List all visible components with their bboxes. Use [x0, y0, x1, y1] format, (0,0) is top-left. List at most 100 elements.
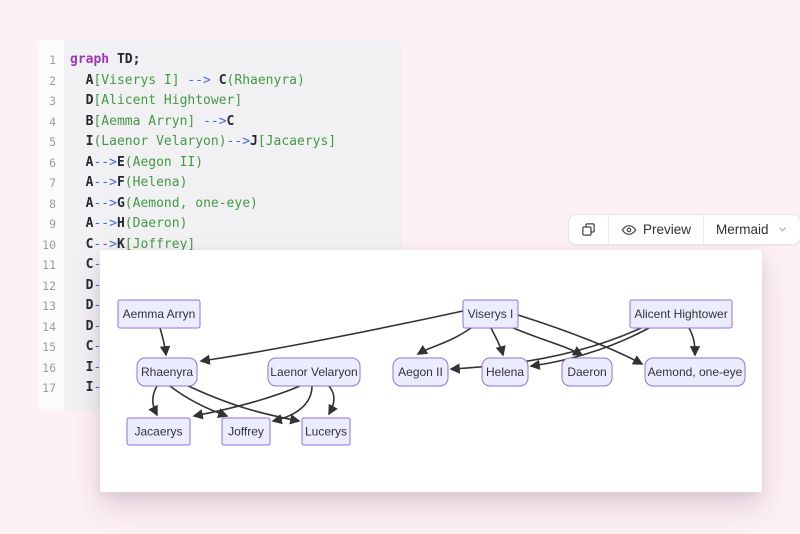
node-box — [644, 357, 746, 387]
code-line: 16 I- — [38, 358, 402, 379]
node-label: Laenor Velaryon — [270, 365, 357, 379]
line-number: 4 — [49, 114, 56, 129]
line-number: 12 — [42, 278, 56, 293]
preview-button[interactable]: Preview — [609, 215, 703, 244]
line-number: 16 — [42, 360, 56, 375]
preview-label: Preview — [643, 222, 692, 237]
code-line: 10 C-->K[Joffrey] — [38, 235, 402, 256]
node-label: Aegon II — [398, 365, 443, 379]
node-label: Lucerys — [305, 425, 347, 439]
code-text: I(Laenor Velaryon)-->J[Jacaerys] — [70, 134, 337, 149]
diagram-edge-alicent-helena — [529, 327, 650, 371]
line-number: 5 — [49, 135, 56, 149]
node-box — [267, 357, 361, 387]
node-box — [117, 299, 201, 329]
mermaid-dropdown[interactable]: Mermaid — [704, 215, 800, 244]
line-number: 7 — [49, 176, 56, 190]
diagram-node-rhaenyra: Rhaenyra — [136, 357, 198, 387]
diagram-edge-alicent-aemond — [688, 327, 701, 357]
code-text: A-->H(Daeron) — [70, 216, 188, 231]
code-text: I- — [70, 380, 102, 395]
diagram-edge-alicent-aegon — [449, 327, 642, 374]
toolbar-divider — [703, 215, 705, 244]
node-label: Rhaenyra — [141, 365, 193, 379]
code-line: 2 A[Viserys I] --> C(Rhaenyra) — [38, 71, 402, 92]
node-label: Viserys I — [468, 307, 514, 321]
code-line: 4 B[Aemma Arryn] -->C — [38, 112, 402, 133]
line-number: 10 — [42, 237, 56, 252]
node-label: Alicent Hightower — [634, 307, 727, 321]
line-number: 8 — [49, 196, 56, 211]
node-label: Aemma Arryn — [123, 307, 196, 321]
node-box — [392, 357, 449, 387]
eye-icon — [621, 222, 637, 238]
node-box — [462, 299, 519, 329]
code-text: C- — [70, 339, 102, 354]
code-text: D[Alicent Hightower] — [70, 93, 243, 108]
line-number: 3 — [49, 94, 56, 108]
line-number-gutter — [38, 40, 64, 411]
node-box — [126, 417, 191, 446]
line-number: 13 — [42, 299, 56, 313]
line-number: 15 — [42, 340, 56, 354]
diagram-edge-viserys-rhaenyra — [199, 310, 464, 365]
code-line: 14 D- — [38, 317, 402, 338]
diagram-edge-rhaenyra-jacaerys — [148, 385, 158, 417]
code-text: A-->E(Aegon II) — [70, 154, 204, 170]
diagram-node-laenor: Laenor Velaryon — [267, 357, 361, 387]
diagram-node-aegon: Aegon II — [392, 357, 449, 387]
code-line: 5 I(Laenor Velaryon)-->J[Jacaerys] — [38, 132, 402, 153]
code-line: 3 D[Alicent Hightower] — [38, 91, 402, 112]
code-line: 11 C- — [38, 255, 402, 276]
node-box — [136, 357, 198, 387]
node-label: Aemond, one-eye — [648, 365, 743, 379]
code-line: 8 A-->G(Aemond, one-eye) — [38, 194, 402, 215]
code-lines[interactable]: 1 graph TD; 2 A[Viserys I] --> C(Rhaenyra)… — [38, 50, 402, 399]
node-box — [629, 299, 733, 329]
node-box — [301, 417, 351, 446]
copy-button[interactable] — [569, 215, 608, 244]
code-text: graph TD; — [70, 52, 141, 67]
diagram-edge-viserys-daeron — [503, 323, 584, 356]
node-box — [481, 357, 529, 387]
diagram-edge-aemma-rhaenyra — [159, 327, 171, 357]
code-line: 13 D- — [38, 296, 402, 317]
node-label: Daeron — [567, 365, 606, 379]
code-text: A[Viserys I] --> C(Rhaenyra) — [70, 72, 305, 88]
line-number: 14 — [42, 319, 56, 334]
copy-icon — [581, 222, 596, 237]
preview-toolbar: Preview Mermaid — [568, 214, 800, 245]
toolbar-divider — [608, 215, 609, 244]
diagram-edge-rhaenyra-lucerys — [181, 382, 301, 425]
code-text: A-->G(Aemond, one-eye) — [70, 195, 258, 211]
diagram-node-viserys: Viserys I — [462, 299, 519, 329]
node-label: Joffrey — [228, 425, 264, 439]
code-line: 1 graph TD; — [38, 50, 402, 71]
line-number: 1 — [49, 53, 56, 67]
code-line: 17 I- — [38, 378, 402, 399]
node-box — [561, 357, 613, 387]
line-number: 6 — [49, 155, 56, 170]
diagram-node-joffrey: Joffrey — [221, 417, 271, 446]
diagram-edge-laenor-lucerys — [328, 385, 338, 416]
chevron-down-icon — [777, 224, 788, 235]
diagram-node-aemond: Aemond, one-eye — [644, 357, 746, 387]
diagram-node-lucerys: Lucerys — [301, 417, 351, 446]
code-text: D- — [70, 277, 102, 293]
diagram-node-helena: Helena — [481, 357, 529, 387]
diagram-edge-viserys-aemond — [517, 314, 644, 365]
node-label: Helena — [486, 365, 524, 379]
code-line: 9 A-->H(Daeron) — [38, 214, 402, 235]
code-text: B[Aemma Arryn] -->C — [70, 113, 235, 129]
code-text: D- — [70, 298, 102, 313]
code-text: A-->F(Helena) — [70, 175, 188, 190]
mermaid-diagram: Aemma Arryn Viserys I Alicent HightowerRha… — [117, 299, 746, 446]
diagram-node-alicent: Alicent Hightower — [629, 299, 733, 329]
diagram-edge-laenor-joffrey — [271, 385, 313, 425]
code-text: C-->K[Joffrey] — [70, 236, 196, 252]
code-text: D- — [70, 318, 102, 334]
line-number: 2 — [49, 73, 56, 88]
code-text: I- — [70, 359, 102, 375]
